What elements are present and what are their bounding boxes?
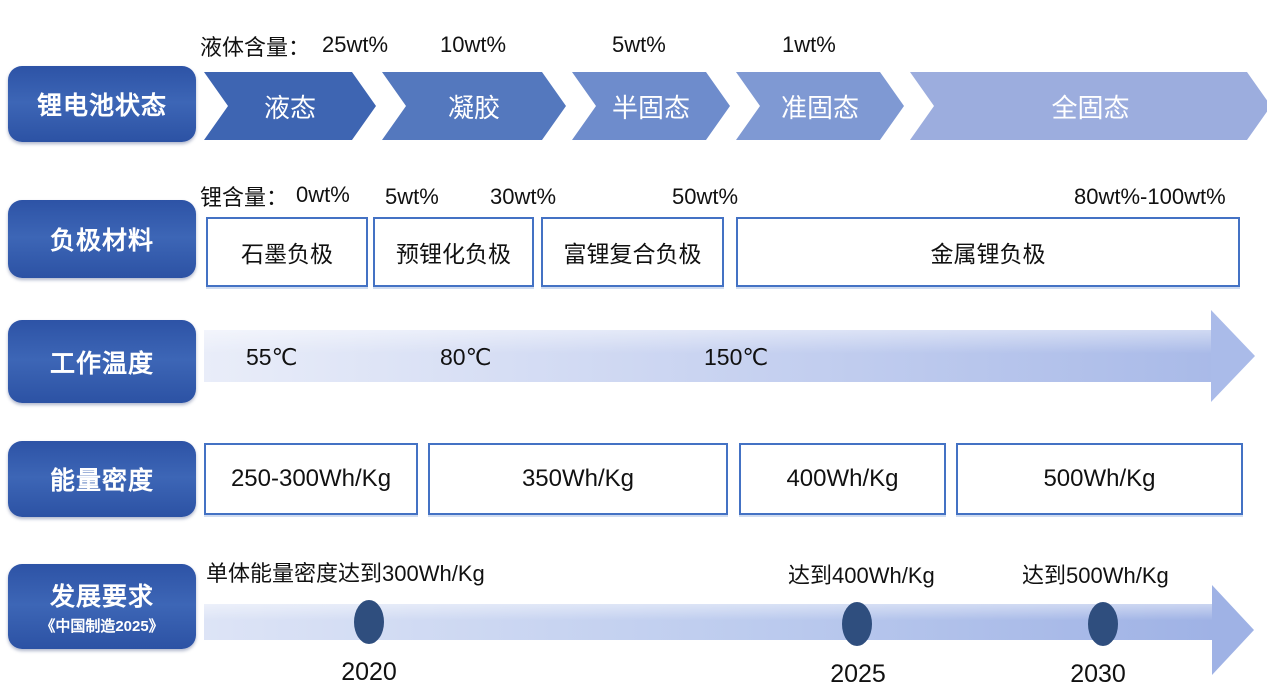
- milestone-year: 2025: [830, 660, 886, 688]
- liquid-content-value: 1wt%: [782, 32, 836, 57]
- lithium-content-value: 5wt%: [385, 184, 439, 209]
- row-label-text: 负极材料: [49, 227, 154, 255]
- liquid-content-value: 5wt%: [612, 32, 666, 57]
- stage-chevron-gel: 凝胶: [382, 72, 566, 140]
- temperature-value: 80℃: [440, 344, 492, 370]
- temperature-value: 55℃: [246, 344, 298, 370]
- energy-density-box: 400Wh/Kg: [739, 443, 946, 515]
- row-label-text: 工作温度: [49, 349, 154, 378]
- lithium-content-value: 0wt%: [296, 182, 350, 207]
- anode-box-li-rich-composite: 富锂复合负极: [541, 217, 724, 287]
- stage-chevron-semi-solid: 半固态: [572, 72, 730, 140]
- milestone-year: 2030: [1070, 660, 1126, 688]
- liquid-content-value: 10wt%: [440, 32, 507, 57]
- milestone-year: 2020: [341, 658, 397, 686]
- row-label-anode-material: 负极材料: [8, 200, 196, 278]
- row-label-energy-density: 能量密度: [8, 441, 196, 517]
- anode-box-prelithiated: 预锂化负极: [373, 217, 534, 287]
- lithium-content-value: 80wt%-100wt%: [1074, 184, 1226, 209]
- row-label-battery-state: 锂电池状态: [8, 66, 196, 142]
- milestone-text: 达到400Wh/Kg: [788, 563, 935, 588]
- milestone-text: 达到500Wh/Kg: [1022, 563, 1169, 588]
- milestone-dot-2025: [842, 602, 872, 646]
- milestone-dot-2020: [354, 600, 384, 644]
- stage-chevron-all-solid: 全固态: [910, 72, 1267, 140]
- lithium-content-prefix: 锂含量：: [200, 185, 289, 210]
- energy-density-box: 500Wh/Kg: [956, 443, 1243, 515]
- energy-density-box: 250-300Wh/Kg: [204, 443, 418, 515]
- row-label-text: 能量密度: [49, 467, 154, 495]
- roadmap-arrow-head: [1212, 585, 1254, 675]
- anode-box-graphite: 石墨负极: [206, 217, 368, 287]
- row-label-text: 发展要求: [49, 583, 154, 611]
- row-label-subtext: 《中国制造2025》: [40, 618, 164, 635]
- temperature-arrow-head: [1211, 310, 1255, 402]
- battery-state-chevrons: 液态 凝胶 半固态 准固态 全固态: [204, 72, 1267, 140]
- row-label-development-requirements: 发展要求 《中国制造2025》: [8, 564, 196, 649]
- row-label-text: 锂电池状态: [36, 92, 167, 120]
- temperature-arrow-body: [204, 330, 1213, 382]
- anode-box-li-metal: 金属锂负极: [736, 217, 1240, 287]
- lithium-content-value: 50wt%: [672, 184, 739, 209]
- stage-chevron-quasi-solid: 准固态: [736, 72, 904, 140]
- lithium-content-value: 30wt%: [490, 184, 557, 209]
- row-label-working-temperature: 工作温度: [8, 320, 196, 403]
- temperature-value: 150℃: [704, 344, 769, 370]
- energy-density-box: 350Wh/Kg: [428, 443, 728, 515]
- liquid-content-value: 25wt%: [322, 32, 389, 57]
- milestone-dot-2030: [1088, 602, 1118, 646]
- milestone-text: 单体能量密度达到300Wh/Kg: [206, 561, 485, 586]
- liquid-content-prefix: 液体含量：: [200, 35, 311, 60]
- stage-chevron-liquid: 液态: [204, 72, 376, 140]
